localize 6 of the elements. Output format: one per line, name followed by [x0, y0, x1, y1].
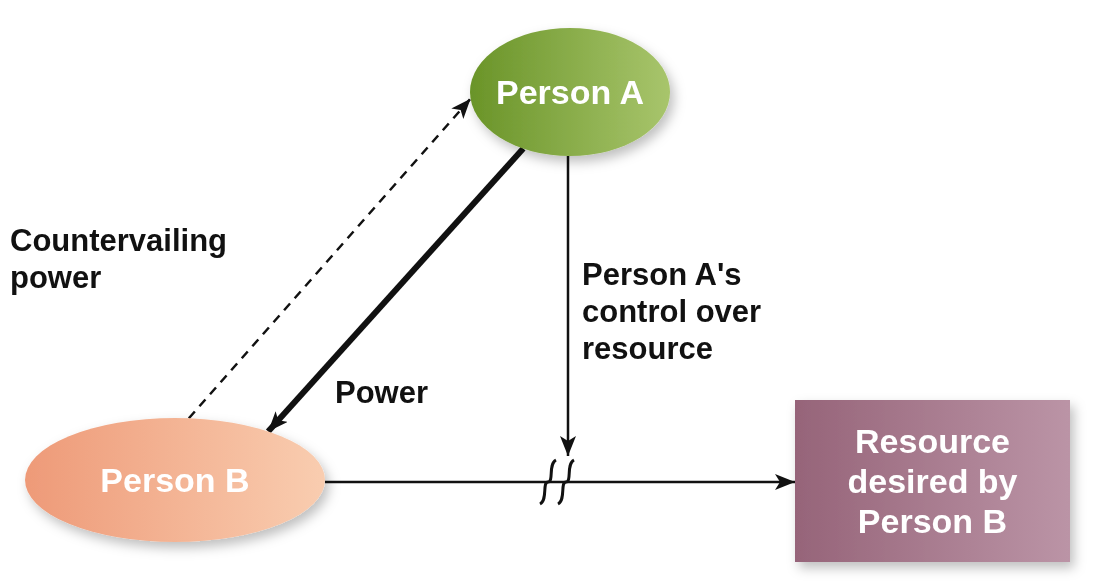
- ellipse-node: Person B: [25, 418, 325, 542]
- arrow: [187, 97, 472, 420]
- process-box: Resource desired by Person B: [795, 400, 1070, 562]
- arrow: [560, 156, 576, 456]
- arrow: [265, 146, 526, 434]
- ellipse-node: Person A: [470, 28, 670, 156]
